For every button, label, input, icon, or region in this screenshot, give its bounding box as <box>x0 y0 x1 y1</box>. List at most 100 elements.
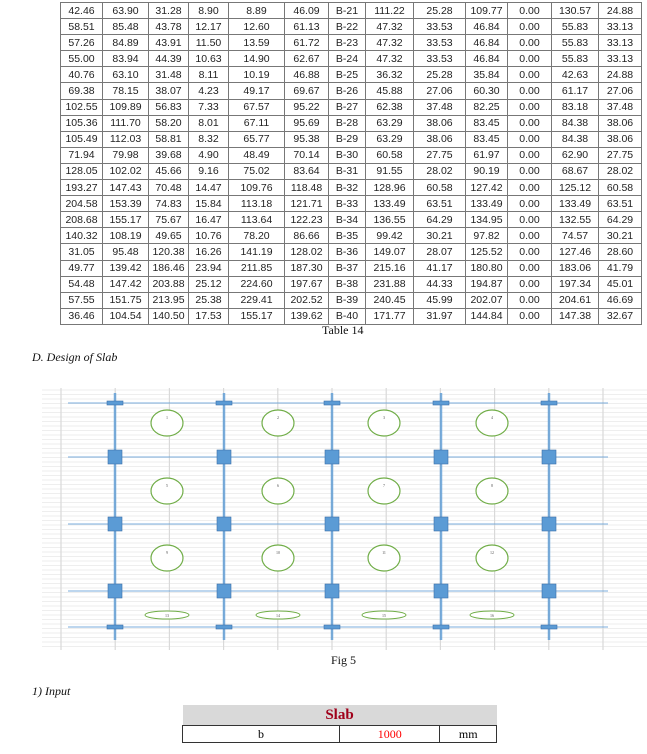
slab-title: Slab <box>182 705 497 726</box>
table-cell: 62.38 <box>365 98 414 116</box>
table-cell: 108.19 <box>102 227 149 245</box>
table-cell: 38.07 <box>148 82 189 100</box>
table-cell: 90.19 <box>465 162 508 181</box>
slab-panel-icon <box>475 409 509 437</box>
table-cell: B-35 <box>328 227 366 245</box>
table-cell: 95.38 <box>284 130 329 148</box>
column-icon <box>541 449 557 465</box>
table-cell: 63.29 <box>365 130 414 148</box>
table-cell: 0.00 <box>507 146 552 164</box>
panel-label: 7 <box>383 483 385 488</box>
table-cell: 60.30 <box>465 82 508 100</box>
table-cell: B-31 <box>328 162 366 181</box>
table-caption: Table 14 <box>322 323 364 337</box>
table-cell: 133.49 <box>365 195 414 213</box>
table-cell: 111.70 <box>102 114 149 132</box>
table-cell: B-25 <box>328 66 366 84</box>
table-cell: 27.06 <box>413 82 466 100</box>
table-cell: 46.69 <box>598 291 642 309</box>
table-cell: 147.43 <box>102 179 149 197</box>
table-cell: 0.00 <box>507 195 552 213</box>
table-cell: 8.90 <box>188 1 229 20</box>
table-cell: 0.00 <box>507 179 552 197</box>
table-cell: 83.45 <box>465 130 508 148</box>
table-cell: 213.95 <box>148 291 189 309</box>
table-cell: 82.25 <box>465 98 508 116</box>
slab-panel-icon <box>261 477 295 505</box>
table-cell: 16.47 <box>188 211 229 229</box>
table-cell: 64.29 <box>413 211 466 229</box>
table-cell: 4.90 <box>188 146 229 164</box>
column-icon <box>324 449 340 465</box>
column-icon <box>107 583 123 599</box>
table-cell: 202.52 <box>284 291 329 309</box>
table-cell: 84.38 <box>551 130 599 148</box>
table-cell: 83.18 <box>551 98 599 116</box>
table-cell: B-34 <box>328 211 366 229</box>
table-cell: 83.94 <box>102 50 149 68</box>
table-cell: 62.90 <box>551 146 599 164</box>
table-cell: 125.12 <box>551 179 599 197</box>
table-cell: 130.57 <box>551 1 599 20</box>
column-icon <box>433 583 449 599</box>
table-cell: 215.16 <box>365 259 414 277</box>
table-cell: 11.50 <box>188 34 229 52</box>
table-cell: 193.27 <box>60 179 103 197</box>
table-cell: 33.13 <box>598 18 642 36</box>
column-icon <box>541 516 557 532</box>
panel-label: 3 <box>383 415 385 420</box>
table-cell: 118.48 <box>284 179 329 197</box>
table-cell: 128.05 <box>60 162 103 181</box>
table-cell: 61.97 <box>465 146 508 164</box>
panel-label: 2 <box>277 415 279 420</box>
table-cell: 231.88 <box>365 275 414 293</box>
table-cell: 78.15 <box>102 82 149 100</box>
table-cell: 0.00 <box>507 130 552 148</box>
slab-panel-icon <box>367 409 401 437</box>
table-cell: B-29 <box>328 130 366 148</box>
column-icon <box>324 583 340 599</box>
table-cell: 14.47 <box>188 179 229 197</box>
column-icon <box>433 516 449 532</box>
table-cell: B-39 <box>328 291 366 309</box>
table-cell: 33.53 <box>413 18 466 36</box>
table-cell: 38.06 <box>598 114 642 132</box>
slab-panel-icon <box>367 477 401 505</box>
slab-panel-icon <box>261 544 295 572</box>
table-cell: 194.87 <box>465 275 508 293</box>
table-cell: 0.00 <box>507 50 552 68</box>
table-cell: 46.09 <box>284 1 329 20</box>
panel-label: 6 <box>277 483 279 488</box>
table-cell: B-23 <box>328 34 366 52</box>
table-cell: 133.49 <box>551 195 599 213</box>
table-cell: 40.76 <box>60 66 103 84</box>
panel-label: 13 <box>165 613 169 618</box>
column-icon <box>106 624 124 630</box>
slab-panel-icon <box>261 409 295 437</box>
table-cell: B-21 <box>328 1 366 20</box>
table-cell: 187.30 <box>284 259 329 277</box>
table-cell: 147.42 <box>102 275 149 293</box>
table-cell: 8.32 <box>188 130 229 148</box>
table-cell: 58.20 <box>148 114 189 132</box>
table-cell: 8.01 <box>188 114 229 132</box>
table-cell: 63.90 <box>102 1 149 20</box>
table-cell: 63.51 <box>598 195 642 213</box>
panel-label: 14 <box>276 613 280 618</box>
table-cell: 27.06 <box>598 82 642 100</box>
table-cell: 61.72 <box>284 34 329 52</box>
table-cell: 0.00 <box>507 1 552 20</box>
table-cell: 197.34 <box>551 275 599 293</box>
table-cell: 8.11 <box>188 66 229 84</box>
column-icon <box>107 516 123 532</box>
table-cell: 95.69 <box>284 114 329 132</box>
table-cell: 149.07 <box>365 243 414 261</box>
table-cell: 60.58 <box>365 146 414 164</box>
